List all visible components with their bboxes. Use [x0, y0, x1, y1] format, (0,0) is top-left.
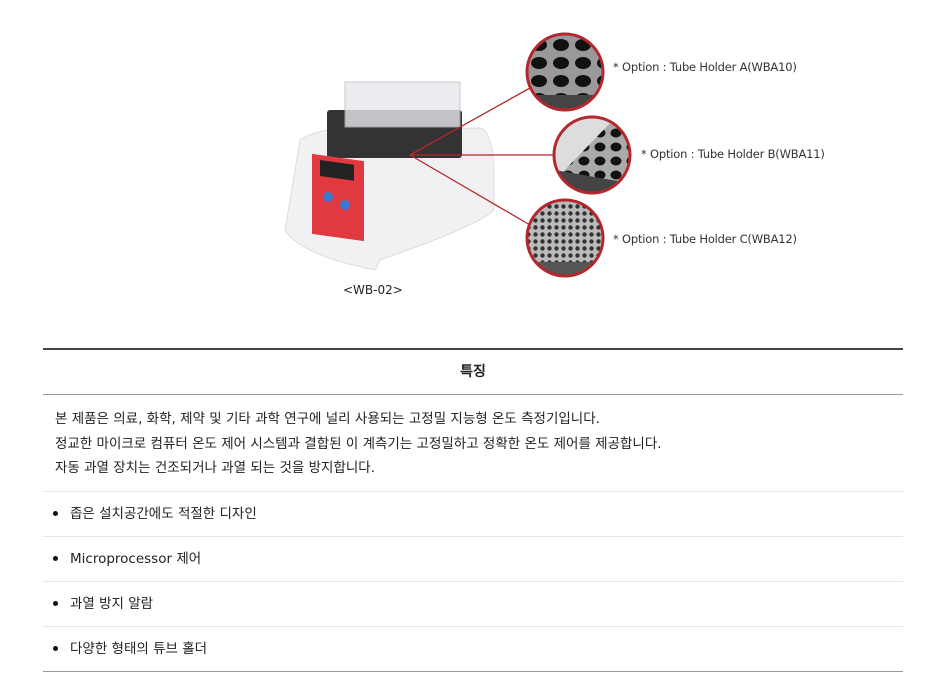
feature-text: 좁은 설치공간에도 적절한 디자인 [70, 505, 257, 522]
model-label: <WB-02> [343, 283, 403, 297]
option-label-c: * Option : Tube Holder C(WBA12) [613, 232, 797, 246]
features-description: 본 제품은 의료, 화학, 제약 및 기타 과학 연구에 널리 사용되는 고정밀… [43, 395, 903, 492]
feature-item: 좁은 설치공간에도 적절한 디자인 [43, 492, 903, 537]
description-line: 본 제품은 의료, 화학, 제약 및 기타 과학 연구에 널리 사용되는 고정밀… [55, 411, 600, 427]
bullet-icon [53, 511, 58, 516]
feature-item: Microprocessor 제어 [43, 537, 903, 582]
feature-item: 과열 방지 알람 [43, 582, 903, 627]
product-image [284, 32, 632, 278]
bullet-icon [53, 556, 58, 561]
feature-text: Microprocessor 제어 [70, 550, 202, 567]
product-figure: * Option : Tube Holder A(WBA10) * Option… [0, 0, 928, 330]
feature-text: 다양한 형태의 튜브 홀더 [70, 640, 208, 657]
bullet-icon [53, 601, 58, 606]
option-label-b: * Option : Tube Holder B(WBA11) [641, 147, 825, 161]
feature-text: 과열 방지 알람 [70, 595, 154, 612]
features-table: 특징 본 제품은 의료, 화학, 제약 및 기타 과학 연구에 널리 사용되는 … [43, 348, 903, 672]
description-line: 정교한 마이크로 컴퓨터 온도 제어 시스템과 결합된 이 계측기는 고정밀하고… [55, 435, 662, 452]
feature-item: 다양한 형태의 튜브 홀더 [43, 627, 903, 671]
bullet-icon [53, 646, 58, 651]
option-label-a: * Option : Tube Holder A(WBA10) [613, 60, 797, 74]
description-line: 자동 과열 장치는 건조되거나 과열 되는 것을 방지합니다. [55, 460, 375, 476]
features-header: 특징 [43, 350, 903, 395]
